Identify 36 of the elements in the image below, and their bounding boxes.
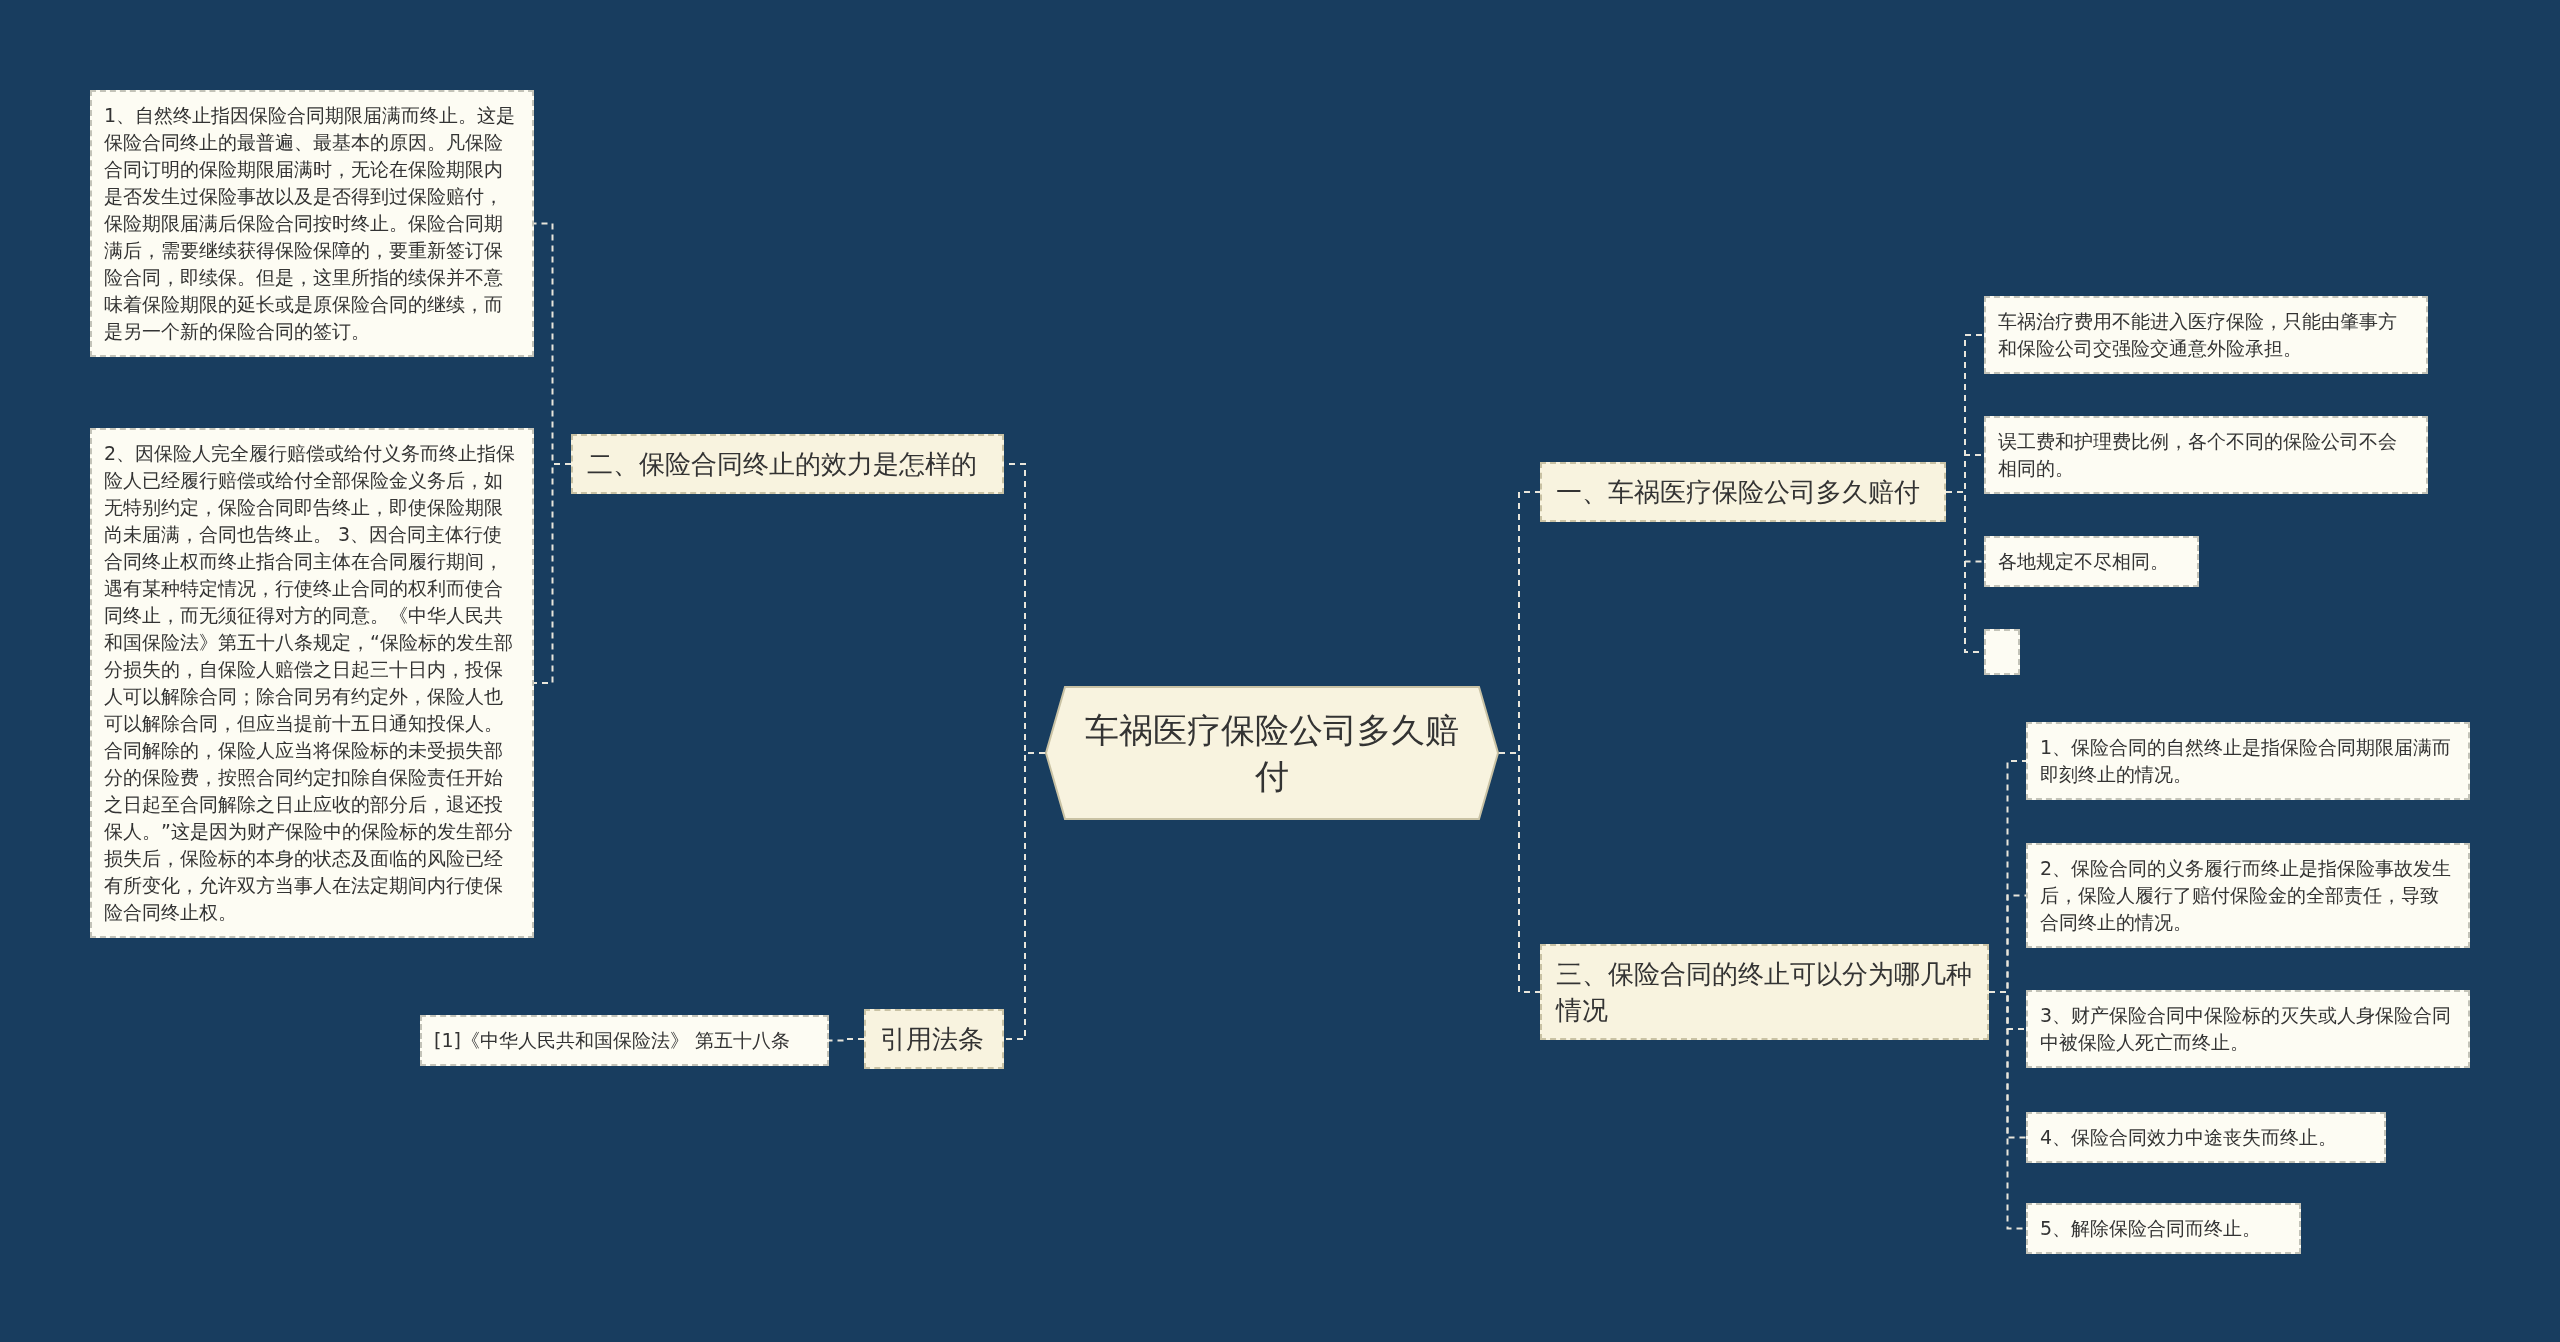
empty-box [1984,629,2020,675]
note-text: 1、保险合同的自然终止是指保险合同期限届满而即刻终止的情况。 [2040,735,2453,787]
connector-line [533,463,572,684]
note-box [2026,1112,2386,1163]
topic-hexagon [1045,686,1499,820]
branch-box [571,434,1004,494]
branch-text: 二、保险合同终止的效力是怎样的 [587,448,978,481]
note-text: 2、因保险人完全履行赔偿或给付义务而终止指保险人已经履行赔偿或给付全部保险金义务后，如无特别约定，保险合同即告终止，即使保险期限尚未届满，合同也告终止。 3、因合同主体行使合同终止权而终止指合同主体在合同履行期间，遇有某种特定情况，行使终止合同的权利而使合同终止，而无须征得对方的同意。《中华人民共和国保险法》第五十八条规定，“保险标的发生部分损失的，自保险人赔偿之日起三十日内，投保人可以解除合同；除合同另有约定外，保险人也可以解除合同，但应当提前十五日通知投保人。合同解除的，保险人应当将保险标的未受损失部分的保险费，按照合同约定扣除自保险责任开始之日起至合同解除之日止应收的部分后，退还投保人。”这是因为财产保险中的保险标的发生部分损失后，保险标的本身的状态及面临的风险已经有所变化，允许双方当事人在法定期间内行使保险合同终止权。 [104,441,517,925]
note-box [1984,296,2428,374]
note-box [420,1015,829,1066]
note-text: [1]《中华人民共和国保险法》 第五十八条 [434,1028,791,1053]
note-box [1984,416,2428,494]
note-text: 1、自然终止指因保险合同期限届满而终止。这是保险合同终止的最普遍、最基本的原因。凡保险合同订明的保险期限届满时，无论在保险期限内是否发生过保险事故以及是否得到过保险赔付，保险期限届满后保险合同按时终止。保险合同期满后，需要继续获得保险保障的，要重新签订保险合同，即续保。但是，这里所指的续保并不意味着保险期限的延长或是原保险合同的继续，而是另一个新的保险合同的签订。 [104,103,517,344]
note-text: 5、解除保险合同而终止。 [2040,1216,2263,1241]
branch-box [1540,462,1946,522]
note-box [2026,843,2470,948]
connector-line [1498,752,1541,993]
note-box [2026,722,2470,800]
note-text: 各地规定不尽相同。 [1998,549,2170,574]
note-text: 3、财产保险合同中保险标的灭失或人身保险合同中被保险人死亡而终止。 [2040,1003,2453,1055]
note-text: 车祸治疗费用不能进入医疗保险，只能由肇事方和保险公司交强险交通意外险承担。 [1998,309,2398,361]
note-box [1984,536,2199,587]
note-text: 误工费和护理费比例，各个不同的保险公司不会相同的。 [1998,429,2398,481]
note-text: 2、保险合同的义务履行而终止是指保险事故发生后，保险人履行了赔付保险金的全部责任，导致合同终止的情况。 [2040,856,2453,935]
branch-text: 三、保险合同的终止可以分为哪几种情况 [1556,958,1973,1027]
note-text: 4、保险合同效力中途丧失而终止。 [2040,1125,2339,1150]
connector-line [1003,752,1046,1040]
branch-text: 一、车祸医疗保险公司多久赔付 [1556,476,1921,509]
note-box [2026,1203,2301,1254]
branch-box [864,1009,1004,1069]
connector-line [828,1038,865,1042]
branch-text: 引用法条 [880,1023,985,1056]
branch-box [1540,944,1989,1040]
note-box [2026,990,2470,1068]
topic-text: 车祸医疗保险公司多久赔付 [1085,709,1459,798]
note-box [90,90,534,357]
